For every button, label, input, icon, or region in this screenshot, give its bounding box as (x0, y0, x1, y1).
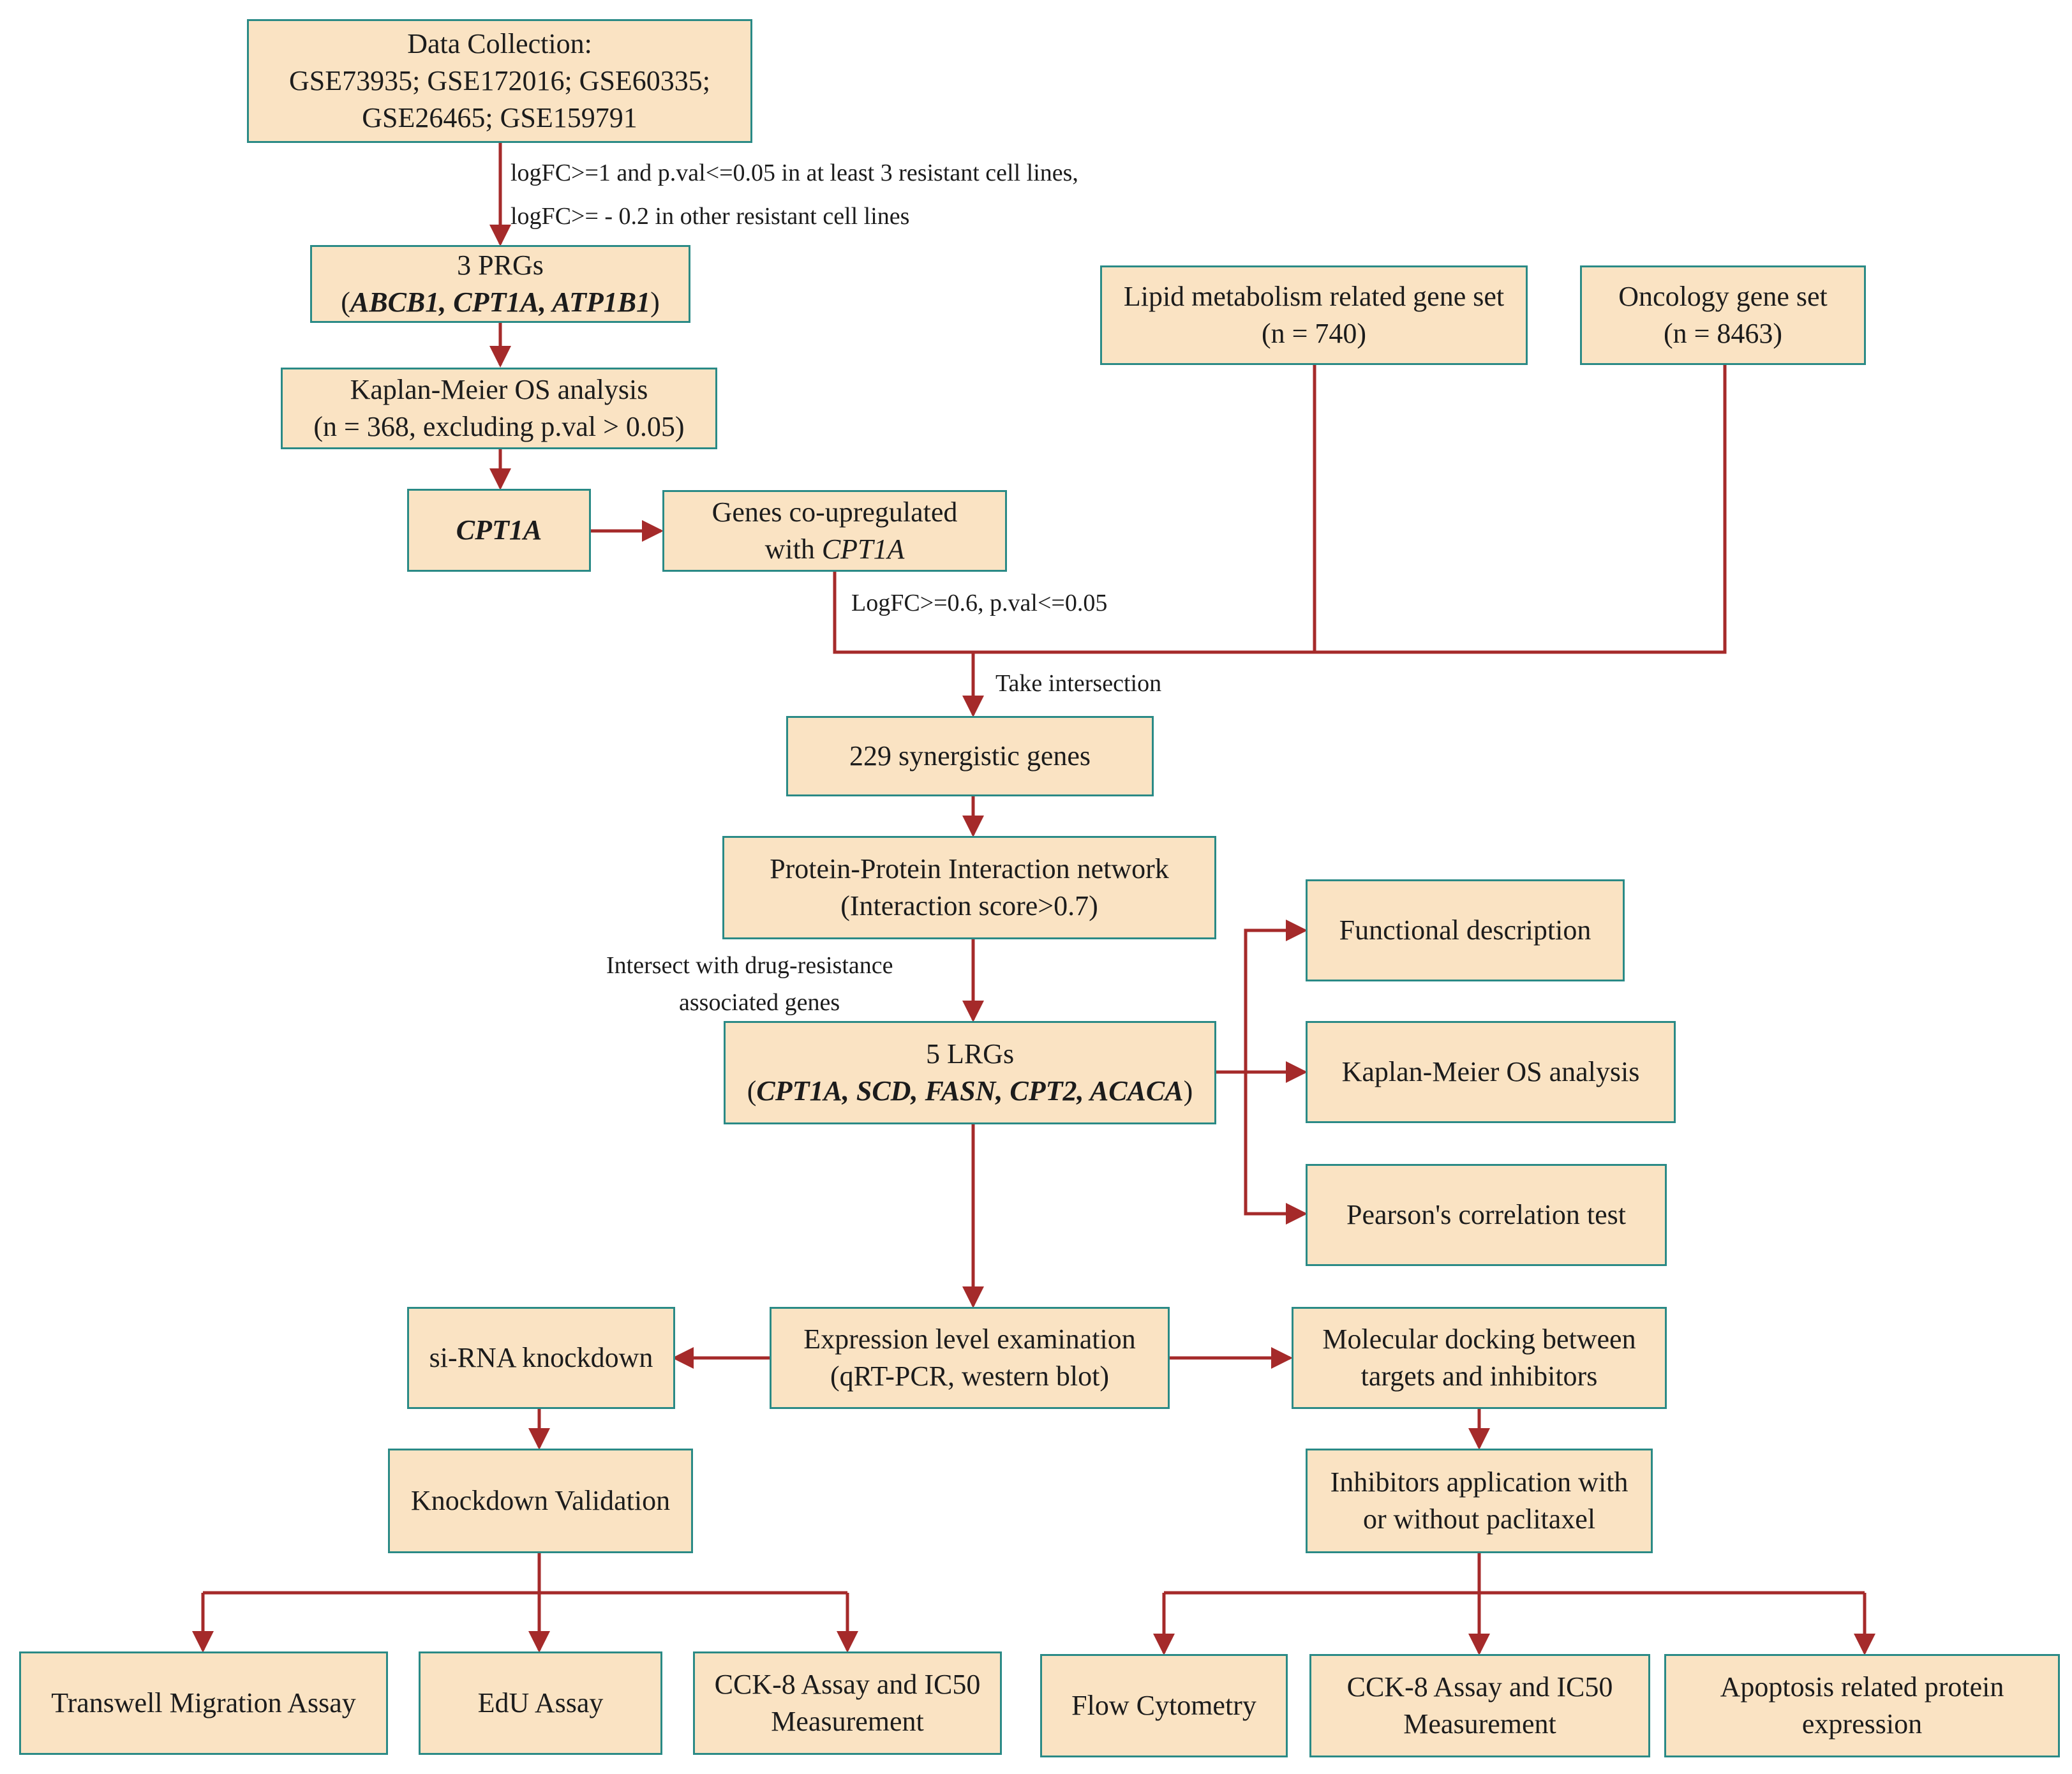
node-pearson: Pearson's correlation test (1306, 1164, 1667, 1266)
node-cck8-left-line2: Measurement (771, 1706, 924, 1737)
node-functional: Functional description (1306, 879, 1625, 981)
lrgs-gene-cpt2: CPT2 (1010, 1075, 1077, 1107)
label-drug-resistance-2: associated genes (679, 989, 840, 1016)
node-co-up-line1: Genes co-upregulated (712, 496, 958, 528)
node-cck8-right-line1: CCK-8 Assay and IC50 (1346, 1671, 1613, 1703)
prgs-gene-abcb1: ABCB1 (350, 287, 440, 318)
node-knockdown-validation: Knockdown Validation (388, 1449, 693, 1553)
node-km-mid: Kaplan-Meier OS analysis (1306, 1021, 1676, 1123)
prgs-sep1: , (439, 287, 454, 318)
lrgs-gene-scd: SCD (856, 1075, 911, 1107)
node-lipid-line1: Lipid metabolism related gene set (1123, 281, 1505, 312)
lrgs-open: ( (747, 1075, 757, 1107)
node-expression-line1: Expression level examination (803, 1323, 1136, 1355)
node-inhibitors-line1: Inhibitors application with (1330, 1466, 1629, 1498)
line-oncology-to-junction (973, 365, 1727, 654)
node-cck8-right: CCK-8 Assay and IC50 Measurement (1309, 1654, 1650, 1757)
prgs-sep2: , (539, 287, 553, 318)
node-data-collection-line3: GSE26465; GSE159791 (362, 102, 637, 133)
node-docking-line2: targets and inhibitors (1360, 1360, 1598, 1392)
label-drug-resistance-1: Intersect with drug-resistance (606, 952, 893, 979)
node-cpt1a-label: CPT1A (456, 514, 542, 546)
node-apoptosis: Apoptosis related protein expression (1664, 1654, 2060, 1757)
node-edu: EdU Assay (419, 1651, 662, 1755)
node-lrgs-line1: 5 LRGs (925, 1038, 1015, 1070)
prgs-open: ( (341, 287, 350, 318)
label-take-intersection: Take intersection (995, 670, 1162, 697)
node-docking-line1: Molecular docking between (1322, 1323, 1636, 1355)
node-km-top-line2: (n = 368, excluding p.val > 0.05) (313, 411, 685, 442)
arrow-branch-to-functional (1244, 920, 1308, 1072)
node-synergistic: 229 synergistic genes (786, 716, 1154, 796)
node-ppi: Protein-Protein Interaction network (Int… (722, 836, 1216, 939)
co-up-gene: CPT1A (821, 533, 905, 565)
node-lrgs-genes: (CPT1A, SCD, FASN, CPT2, ACACA) (747, 1073, 1193, 1110)
node-expression: Expression level examination (qRT-PCR, w… (770, 1307, 1170, 1409)
lrgs-gene-acaca: ACACA (1089, 1075, 1184, 1107)
node-pearson-label: Pearson's correlation test (1346, 1199, 1627, 1230)
lrgs-sep3: , (995, 1075, 1010, 1107)
node-ppi-line1: Protein-Protein Interaction network (770, 853, 1169, 884)
node-transwell: Transwell Migration Assay (19, 1651, 388, 1755)
node-apoptosis-line1: Apoptosis related protein (1720, 1671, 2004, 1703)
node-lipid-gene-set: Lipid metabolism related gene set (n = 7… (1100, 265, 1528, 365)
lrgs-sep4: , (1077, 1075, 1090, 1107)
node-sirna-label: si-RNA knockdown (429, 1342, 653, 1373)
prgs-gene-cpt1a: CPT1A (453, 287, 539, 318)
node-transwell-label: Transwell Migration Assay (51, 1687, 356, 1718)
prgs-gene-atp1b1: ATP1B1 (552, 287, 651, 318)
node-prgs: 3 PRGs (ABCB1, CPT1A, ATP1B1) (310, 245, 690, 323)
node-prgs-line1: 3 PRGs (457, 250, 544, 281)
node-data-collection-line2: GSE73935; GSE172016; GSE60335; (288, 65, 711, 96)
node-functional-label: Functional description (1339, 914, 1591, 946)
node-prgs-genes: (ABCB1, CPT1A, ATP1B1) (341, 284, 660, 321)
label-criteria-1: logFC>=1 and p.val<=0.05 in at least 3 r… (511, 160, 1078, 186)
node-cck8-right-line2: Measurement (1403, 1708, 1556, 1740)
prgs-close: ) (650, 287, 660, 318)
node-oncology-gene-set: Oncology gene set (n = 8463) (1580, 265, 1866, 365)
node-ppi-line2: (Interaction score>0.7) (840, 890, 1098, 921)
node-flow-label: Flow Cytometry (1071, 1690, 1256, 1721)
node-lrgs: 5 LRGs (CPT1A, SCD, FASN, CPT2, ACACA) (724, 1021, 1216, 1124)
node-knockdown-label: Knockdown Validation (410, 1485, 671, 1516)
node-cck8-left: CCK-8 Assay and IC50 Measurement (693, 1651, 1002, 1755)
node-edu-label: EdU Assay (477, 1687, 604, 1718)
line-coup-to-junction (833, 572, 973, 654)
node-apoptosis-line2: expression (1801, 1708, 1923, 1740)
node-flow-cytometry: Flow Cytometry (1040, 1654, 1288, 1757)
node-cpt1a: CPT1A (407, 489, 591, 572)
label-logfc: LogFC>=0.6, p.val<=0.05 (851, 590, 1108, 616)
node-km-mid-label: Kaplan-Meier OS analysis (1341, 1056, 1640, 1087)
co-up-pre: with (764, 533, 822, 565)
lrgs-close: ) (1183, 1075, 1193, 1107)
lrgs-gene-fasn: FASN (925, 1075, 996, 1107)
node-km-top-line1: Kaplan-Meier OS analysis (350, 374, 648, 405)
node-co-upregulated: Genes co-upregulated with CPT1A (662, 490, 1007, 572)
node-expression-line2: (qRT-PCR, western blot) (830, 1360, 1109, 1392)
lrgs-sep2: , (911, 1075, 925, 1107)
lrgs-gene-cpt1a: CPT1A (756, 1075, 842, 1107)
node-co-up-line2: with CPT1A (765, 531, 905, 568)
node-synergistic-label: 229 synergistic genes (849, 740, 1091, 771)
label-criteria-2: logFC>= - 0.2 in other resistant cell li… (511, 203, 910, 230)
node-data-collection: Data Collection: GSE73935; GSE172016; GS… (247, 19, 752, 143)
lrgs-sep1: , (842, 1075, 856, 1107)
node-inhibitors: Inhibitors application with or without p… (1306, 1449, 1653, 1553)
node-inhibitors-line2: or without paclitaxel (1362, 1503, 1596, 1535)
arrow-branch-to-pearson (1244, 1072, 1308, 1225)
node-docking: Molecular docking between targets and in… (1292, 1307, 1667, 1409)
node-oncology-line1: Oncology gene set (1618, 281, 1828, 312)
node-data-collection-line1: Data Collection: (407, 28, 592, 59)
node-cck8-left-line1: CCK-8 Assay and IC50 (714, 1669, 981, 1700)
node-oncology-line2: (n = 8463) (1663, 318, 1783, 349)
node-sirna: si-RNA knockdown (407, 1307, 675, 1409)
node-km-top: Kaplan-Meier OS analysis (n = 368, exclu… (281, 368, 717, 449)
node-lipid-line2: (n = 740) (1261, 318, 1367, 349)
